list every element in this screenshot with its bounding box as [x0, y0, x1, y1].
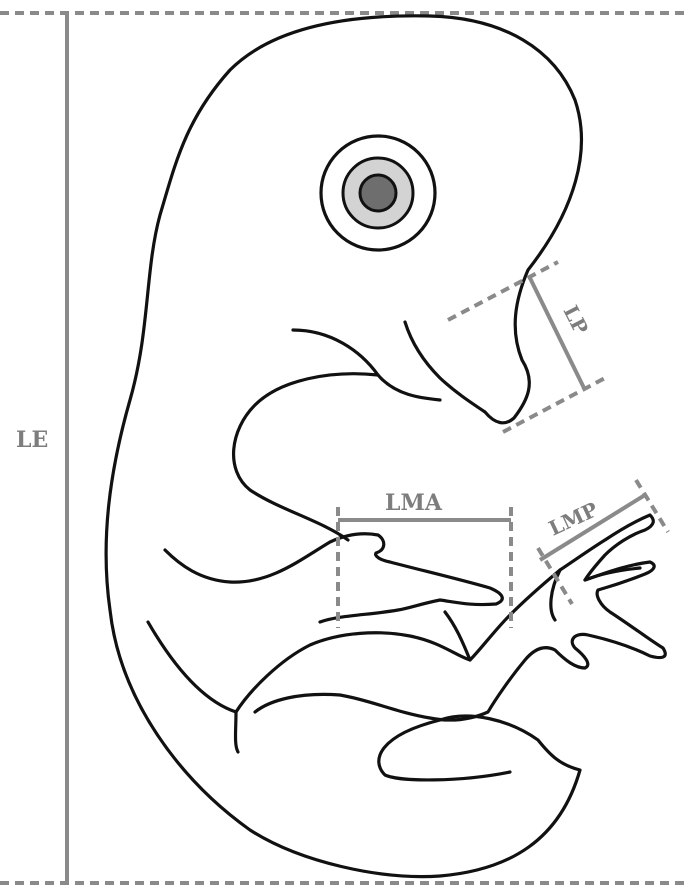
belly-line: [148, 622, 470, 712]
le-label: LE: [16, 427, 48, 453]
lmp-label: LMP: [545, 497, 602, 540]
eye-pupil: [360, 175, 396, 211]
lp-dashed-bottom: [503, 377, 607, 432]
lma-label: LMA: [385, 490, 443, 516]
forelimb-outline: [165, 534, 502, 622]
body-outline: [106, 16, 581, 877]
lp-dashed-top: [448, 262, 558, 320]
chest-curve: [234, 374, 378, 540]
lp-label: LP: [559, 301, 594, 338]
mouth-line: [293, 330, 440, 400]
